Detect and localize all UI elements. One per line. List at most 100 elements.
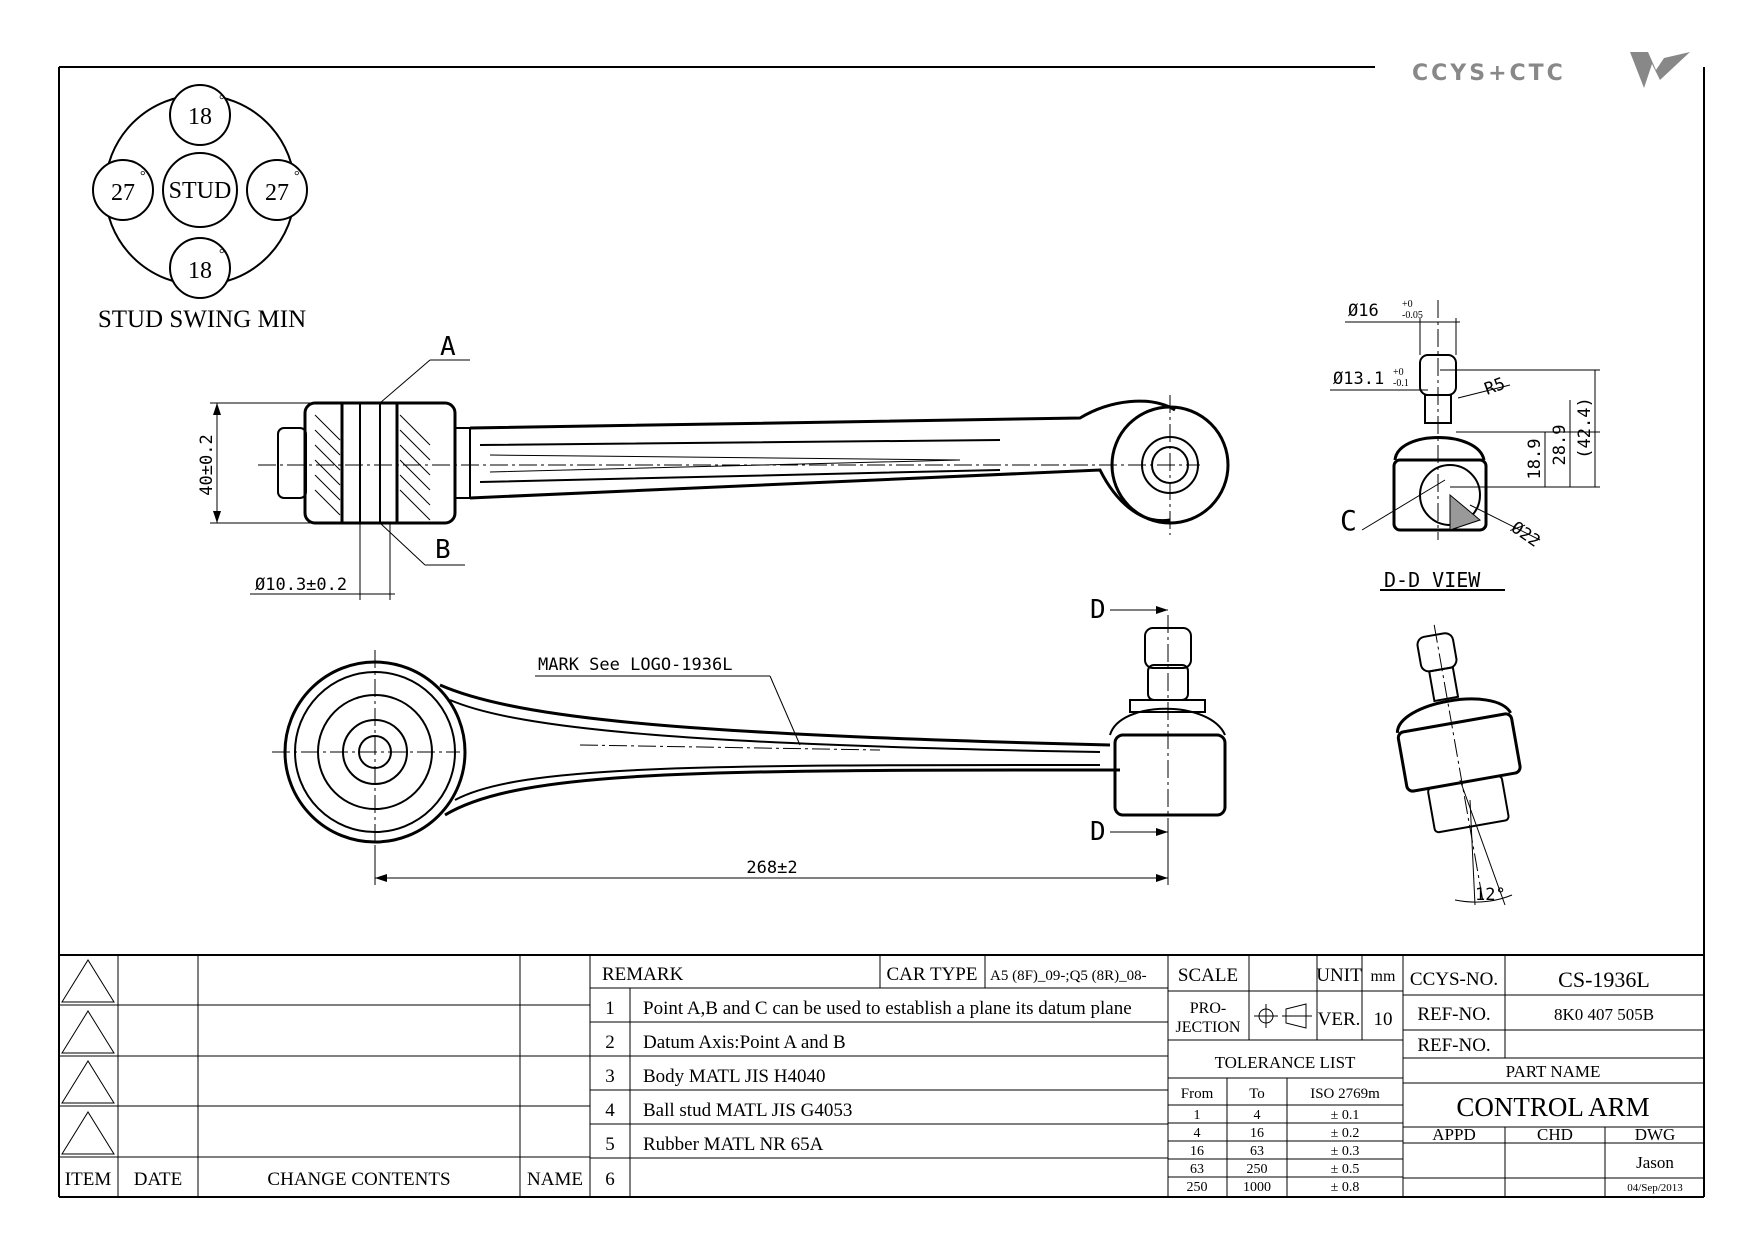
chd-label: CHD: [1537, 1125, 1573, 1144]
tol-from-3: 16: [1190, 1144, 1204, 1159]
logo-mark-icon: [1630, 52, 1690, 88]
dim-length: 268±2: [746, 858, 797, 878]
part-name: CONTROL ARM: [1456, 1092, 1649, 1122]
swing-top: 18: [188, 104, 212, 130]
tol-to-header: To: [1249, 1086, 1265, 1102]
ref1-value: 8K0 407 505B: [1554, 1005, 1654, 1024]
swing-right: 27: [265, 180, 289, 206]
dwg-label: DWG: [1635, 1125, 1676, 1144]
title-block: CCYS-NO. CS-1936L REF-NO. 8K0 407 505B R…: [1403, 955, 1704, 1197]
part-name-label: PART NAME: [1506, 1062, 1601, 1081]
section-d-bottom: D: [1090, 817, 1106, 847]
tol-from-4: 63: [1190, 1162, 1204, 1177]
angle-label: 12°: [1475, 885, 1506, 905]
swing-right-deg: °: [294, 169, 300, 184]
dim-424: (42.4): [1575, 397, 1595, 458]
swing-bottom-deg: °: [219, 247, 225, 262]
sheet-border: [58, 66, 1705, 1198]
remark-n-1: 1: [605, 998, 615, 1019]
remark-header: REMARK: [602, 964, 684, 985]
rev-header-contents: CHANGE CONTENTS: [267, 1169, 450, 1190]
dim-189: 18.9: [1525, 439, 1545, 480]
tol-to-2: 16: [1250, 1126, 1264, 1141]
tol-std-header: ISO 2769m: [1310, 1086, 1380, 1102]
rev-header-date: DATE: [134, 1169, 183, 1190]
remark-n-3: 3: [605, 1066, 615, 1087]
swing-left: 27: [111, 180, 135, 206]
mark-note: MARK See LOGO-1936L: [538, 655, 732, 675]
swing-bottom: 18: [188, 258, 212, 284]
tol-to-1: 4: [1254, 1108, 1261, 1123]
stud-swing-diagram: 18 ° 18 ° 27 ° 27 ° STUD STUD SWING MIN: [92, 84, 308, 333]
dim-d13-tol-dn: -0.1: [1393, 378, 1409, 389]
section-d-top: D: [1090, 595, 1106, 625]
ccys-label: CCYS-NO.: [1410, 969, 1498, 990]
projection-symbol-icon: [1254, 1003, 1312, 1029]
remark-n-6: 6: [605, 1169, 615, 1190]
ver-label: VER.: [1318, 1009, 1361, 1030]
front-view: D D MARK See LOGO-1936L 268±2: [272, 595, 1227, 885]
iso-view: 12°: [1395, 624, 1522, 906]
remark-text-5: Rubber MATL NR 65A: [643, 1134, 824, 1155]
remark-text-4: Ball stud MATL JIS G4053: [643, 1100, 852, 1121]
tol-from-5: 250: [1187, 1180, 1208, 1195]
drawing-date: 04/Sep/2013: [1627, 1182, 1683, 1194]
rev-header-name: NAME: [527, 1169, 583, 1190]
dim-r5: R5: [1482, 374, 1508, 400]
car-type-label: CAR TYPE: [887, 964, 978, 985]
remark-n-5: 5: [605, 1134, 615, 1155]
ver-value: 10: [1374, 1009, 1393, 1030]
tol-from-header: From: [1181, 1086, 1214, 1102]
tol-value-1: ± 0.1: [1331, 1108, 1360, 1123]
dim-d16-tol-up: +0: [1402, 299, 1413, 310]
dim-bore: Ø10.3±0.2: [255, 575, 347, 595]
remark-text-2: Datum Axis:Point A and B: [643, 1032, 846, 1053]
unit-value: mm: [1371, 968, 1396, 985]
ref2-label: REF-NO.: [1417, 1035, 1490, 1056]
remark-n-4: 4: [605, 1100, 615, 1121]
remark-text-3: Body MATL JIS H4040: [643, 1066, 825, 1087]
swing-center: STUD: [169, 178, 232, 204]
unit-label: UNIT: [1316, 965, 1362, 986]
dd-view: C Ø16 +0 -0.05 Ø13.1 +0 -0.1 R5 Ø22 18.9…: [1330, 299, 1600, 592]
car-type-value: A5 (8F)_09-;Q5 (8R)_08-: [990, 968, 1147, 984]
ccys-value: CS-1936L: [1558, 967, 1650, 992]
tol-to-4: 250: [1247, 1162, 1268, 1177]
dim-d16-tol-dn: -0.05: [1402, 310, 1423, 321]
rev-header-item: ITEM: [65, 1169, 112, 1190]
drawn-by: Jason: [1636, 1153, 1674, 1172]
tol-value-5: ± 0.8: [1331, 1180, 1360, 1195]
tol-value-3: ± 0.3: [1331, 1144, 1360, 1159]
dim-height: 40±0.2: [197, 434, 217, 495]
tolerance-title: TOLERANCE LIST: [1215, 1053, 1356, 1072]
dim-289: 28.9: [1550, 425, 1570, 466]
remark-text-1: Point A,B and C can be used to establish…: [643, 998, 1132, 1019]
tol-value-2: ± 0.2: [1331, 1126, 1360, 1141]
revision-block: ITEM DATE CHANGE CONTENTS NAME: [59, 954, 1704, 1197]
dim-d13-tol-up: +0: [1393, 367, 1404, 378]
swing-top-deg: °: [219, 93, 225, 108]
swing-title: STUD SWING MIN: [98, 306, 306, 333]
remarks-block: REMARK CAR TYPE A5 (8F)_09-;Q5 (8R)_08- …: [590, 955, 1169, 1197]
callout-b: B: [435, 535, 451, 565]
tol-to-5: 1000: [1243, 1180, 1271, 1195]
scale-label: SCALE: [1178, 965, 1238, 986]
tol-from-2: 4: [1194, 1126, 1201, 1141]
ref1-label: REF-NO.: [1417, 1004, 1490, 1025]
remark-n-2: 2: [605, 1032, 615, 1053]
tol-from-1: 1: [1194, 1108, 1201, 1123]
appd-label: APPD: [1432, 1125, 1475, 1144]
dim-d16: Ø16: [1348, 301, 1379, 321]
tol-value-4: ± 0.5: [1331, 1162, 1360, 1177]
dim-d13: Ø13.1: [1333, 369, 1384, 389]
dim-d22: Ø22: [1507, 518, 1544, 552]
tol-to-3: 63: [1250, 1144, 1264, 1159]
top-view: A B 40±0.2 Ø10.3±0.2: [197, 332, 1230, 600]
callout-c: C: [1340, 504, 1357, 537]
projection-label-2: JECTION: [1176, 1019, 1241, 1036]
view-label: D-D VIEW: [1384, 568, 1481, 592]
swing-left-deg: °: [140, 169, 146, 184]
spec-block: SCALE UNIT mm PRO- JECTION VER. 10 TOLER…: [1168, 955, 1404, 1197]
projection-label-1: PRO-: [1190, 1000, 1226, 1017]
